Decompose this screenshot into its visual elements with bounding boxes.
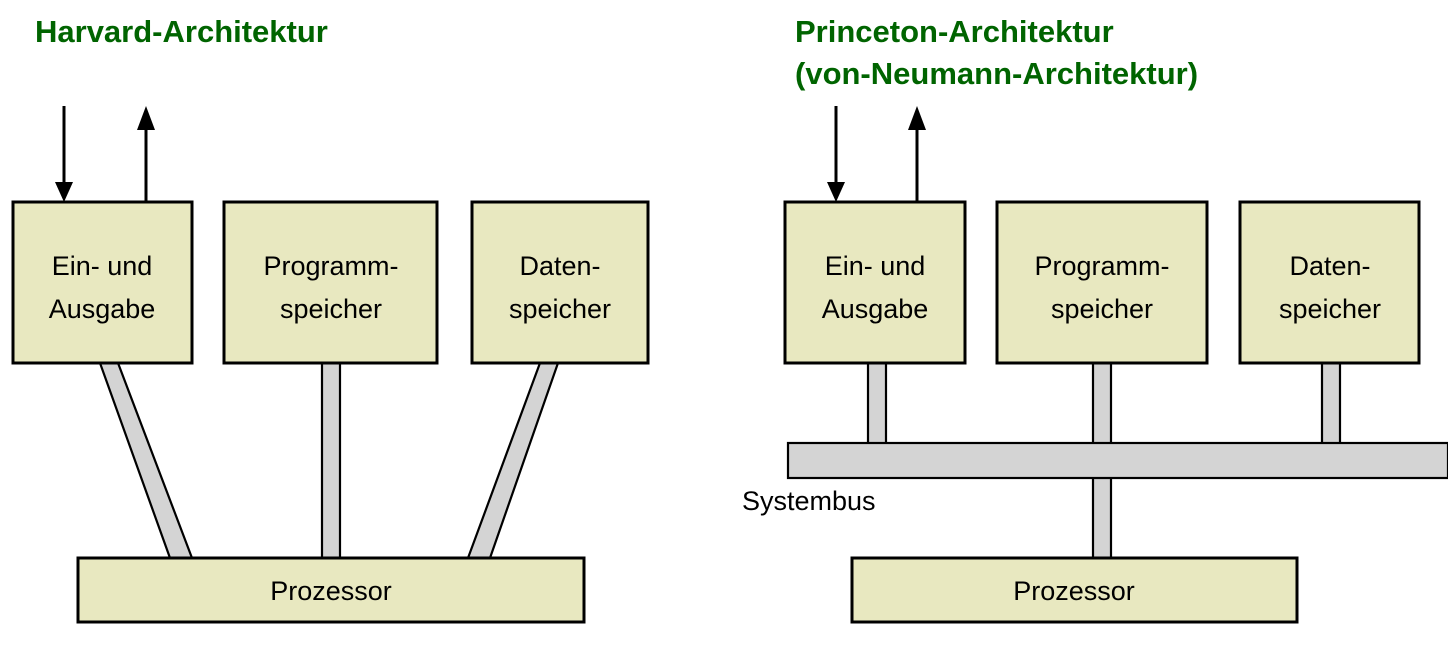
left-unit-1-label-line-1: Ein- und [52, 251, 153, 281]
left-unit-3-label-line-1: Daten- [519, 251, 600, 281]
right-unit-box-datenspeicher[interactable]: Daten- speicher [1238, 200, 1421, 365]
right-unit-3-label-line-1: Daten- [1289, 251, 1370, 281]
right-processor-box[interactable]: Prozessor [850, 556, 1299, 624]
left-unit-2-label-line-2: speicher [280, 294, 382, 324]
left-unit-3-label-line-2: speicher [509, 294, 611, 324]
left-io-output-arrow [137, 106, 155, 202]
left-processor-label: Prozessor [270, 576, 392, 606]
right-unit-box-programmspeicher[interactable]: Programm- speicher [995, 200, 1209, 365]
left-unit-1-label-line-2: Ausgabe [49, 294, 156, 324]
right-system-bus-label: Systembus [742, 486, 876, 516]
left-io-to-processor-bus [98, 361, 194, 560]
right-unit-box-ein-und-ausgabe[interactable]: Ein- und Ausgabe [783, 200, 967, 365]
right-bus-to-processor-stub [1091, 474, 1113, 562]
right-system-bus-bar [786, 441, 1448, 480]
right-title-line-2: (von-Neumann-Architektur) [795, 56, 1198, 91]
right-datenspeicher-to-bus-stub [1320, 361, 1342, 447]
right-unit-1-label-line-1: Ein- und [825, 251, 926, 281]
right-processor-label: Prozessor [1013, 576, 1135, 606]
right-title-line-1: Princeton-Architektur [795, 14, 1114, 49]
left-programmspeicher-to-processor-bus [320, 361, 342, 560]
left-io-input-arrow [55, 106, 73, 202]
right-io-output-arrow [908, 106, 926, 202]
left-unit-2-label-line-1: Programm- [263, 251, 398, 281]
left-processor-box[interactable]: Prozessor [76, 556, 586, 624]
right-unit-1-label-line-2: Ausgabe [822, 294, 929, 324]
right-unit-3-label-line-2: speicher [1279, 294, 1381, 324]
left-unit-box-datenspeicher[interactable]: Daten- speicher [470, 200, 650, 365]
right-unit-2-label-line-1: Programm- [1034, 251, 1169, 281]
left-title-line-1: Harvard-Architektur [35, 14, 328, 49]
right-unit-2-label-line-2: speicher [1051, 294, 1153, 324]
right-io-to-bus-stub [866, 361, 888, 447]
left-datenspeicher-to-processor-bus [466, 361, 560, 560]
right-programmspeicher-to-bus-stub [1091, 361, 1113, 447]
right-io-input-arrow [827, 106, 845, 202]
left-unit-box-ein-und-ausgabe[interactable]: Ein- und Ausgabe [11, 200, 194, 365]
left-unit-box-programmspeicher[interactable]: Programm- speicher [222, 200, 439, 365]
